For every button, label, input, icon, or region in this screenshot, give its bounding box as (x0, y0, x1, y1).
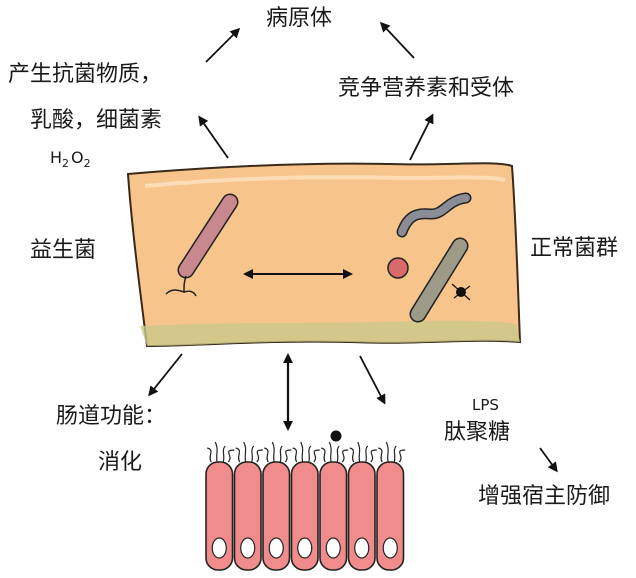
label-host-defense: 增强宿主防御 (478, 486, 610, 508)
epithelial-cell-nucleus (269, 538, 283, 558)
lps-particle-epithelium (331, 431, 342, 442)
label-antimicrobial-line2: 乳酸，细菌素 (30, 110, 162, 132)
microvillus (280, 446, 282, 462)
label-peptidoglycan: 肽聚糖 (444, 422, 510, 444)
microvillus (358, 442, 360, 462)
label-pathogen: 病原体 (266, 8, 332, 30)
epithelial-cell (377, 442, 405, 570)
microvillus (394, 446, 396, 462)
microvillus (252, 446, 254, 462)
epithelial-cell-nucleus (326, 538, 340, 558)
epithelial-cell-nucleus (212, 538, 226, 558)
microvillus (244, 442, 246, 462)
epithelial-cell (235, 442, 263, 570)
arrow-to-pathogen-right (382, 24, 414, 58)
microvillus (366, 446, 368, 462)
epithelial-cell (263, 442, 291, 570)
h2o2-sub1: 2 (62, 157, 69, 170)
label-probiotic: 益生菌 (30, 240, 96, 262)
epithelial-cell (206, 442, 234, 570)
microvillus (309, 446, 311, 462)
epithelial-cell-nucleus (355, 538, 369, 558)
epithelial-cell (349, 442, 377, 570)
microvillus (399, 450, 405, 462)
h2o2-sub2: 2 (84, 157, 91, 170)
arrow-to-gut-function (150, 354, 182, 394)
microvillus (314, 450, 320, 462)
label-antimicrobial-line1: 产生抗菌物质， (8, 64, 162, 86)
label-compete: 竞争营养素和受体 (338, 78, 514, 100)
epithelial-cell (292, 442, 320, 570)
arrow-to-compete (410, 116, 432, 160)
microvillus (207, 448, 211, 462)
epithelium (206, 442, 405, 570)
microvillus (228, 450, 234, 462)
label-gut-function-line2: 消化 (98, 452, 142, 474)
microvillus (257, 450, 263, 462)
microvillus (350, 448, 354, 462)
microvillus (337, 446, 339, 462)
microvillus (342, 450, 348, 462)
label-gut-function-line1: 肠道功能： (56, 406, 166, 428)
microvillus (378, 448, 382, 462)
microvillus (321, 448, 325, 462)
epithelial-cell-nucleus (241, 538, 255, 558)
epithelial-cell-nucleus (383, 538, 397, 558)
microvillus (301, 442, 303, 462)
microvillus (386, 442, 388, 462)
normal-flora-coccus (388, 258, 408, 278)
h2o2-o: O (71, 148, 84, 167)
microvillus (215, 442, 217, 462)
microvillus (285, 450, 291, 462)
microvillus (223, 446, 225, 462)
epithelial-cell (320, 442, 348, 570)
microvillus (293, 448, 297, 462)
microvillus (329, 442, 331, 462)
arrow-to-pathogen-left (206, 30, 238, 62)
arrow-to-antimicrobial (200, 118, 228, 158)
microvillus (236, 448, 240, 462)
h2o2-h: H (50, 148, 62, 167)
label-normal-flora: 正常菌群 (530, 238, 618, 260)
label-lps: LPS (472, 398, 499, 413)
microvillus (272, 442, 274, 462)
epithelial-cell-nucleus (298, 538, 312, 558)
arrow-to-lps (360, 356, 384, 402)
arrow-to-host-defense (540, 448, 556, 470)
microvillus (264, 448, 268, 462)
microvillus (371, 450, 377, 462)
